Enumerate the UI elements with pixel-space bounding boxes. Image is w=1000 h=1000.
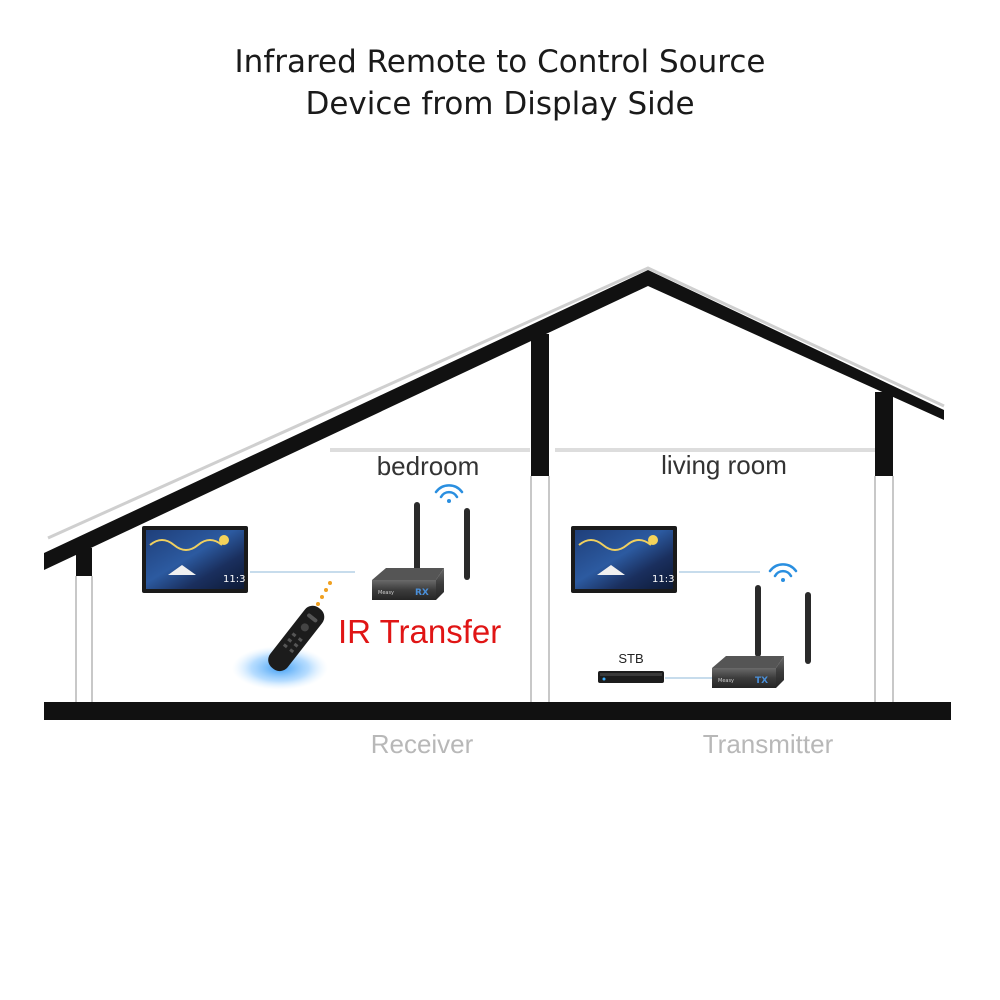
receiver-device: Measy RX [372, 502, 470, 600]
transmitter-device: Measy TX [712, 585, 811, 688]
ir-transfer-label: IR Transfer [338, 613, 501, 650]
wifi-icon-receiver [434, 484, 464, 503]
receiver-badge: RX [415, 588, 429, 598]
left-wall-cap [76, 548, 92, 576]
diagram-title-line-1: Infrared Remote to Control Source [234, 44, 766, 80]
right-wall-cap [875, 392, 893, 476]
transmitter-antenna-left [755, 585, 761, 657]
living-room-label: living room [661, 450, 787, 480]
living-room-tv: 11:3 [571, 526, 677, 593]
bedroom-tv-time: 11:3 [223, 574, 245, 585]
transmitter-badge: TX [755, 676, 768, 686]
set-top-box [598, 671, 664, 683]
transmitter-brand: Measy [718, 678, 734, 684]
living-room-tv-time: 11:3 [652, 574, 674, 585]
walls [75, 334, 894, 702]
transmitter-label: Transmitter [703, 729, 834, 759]
bedroom-tv: 11:3 [142, 526, 248, 593]
receiver-label: Receiver [371, 729, 474, 759]
receiver-antenna-left [414, 502, 420, 574]
roof [44, 266, 945, 570]
bedroom-label: bedroom [377, 451, 480, 481]
ir-remote-control [232, 581, 332, 690]
stb-label: STB [618, 651, 643, 666]
transmitter-antenna-right [805, 592, 811, 664]
diagram-title-line-2: Device from Display Side [305, 86, 695, 122]
receiver-antenna-right [464, 508, 470, 580]
wifi-icon-transmitter [768, 563, 798, 582]
floor [44, 702, 951, 720]
center-wall-cap [531, 334, 549, 476]
ir-signal-dots [316, 581, 332, 606]
receiver-brand: Measy [378, 590, 394, 596]
